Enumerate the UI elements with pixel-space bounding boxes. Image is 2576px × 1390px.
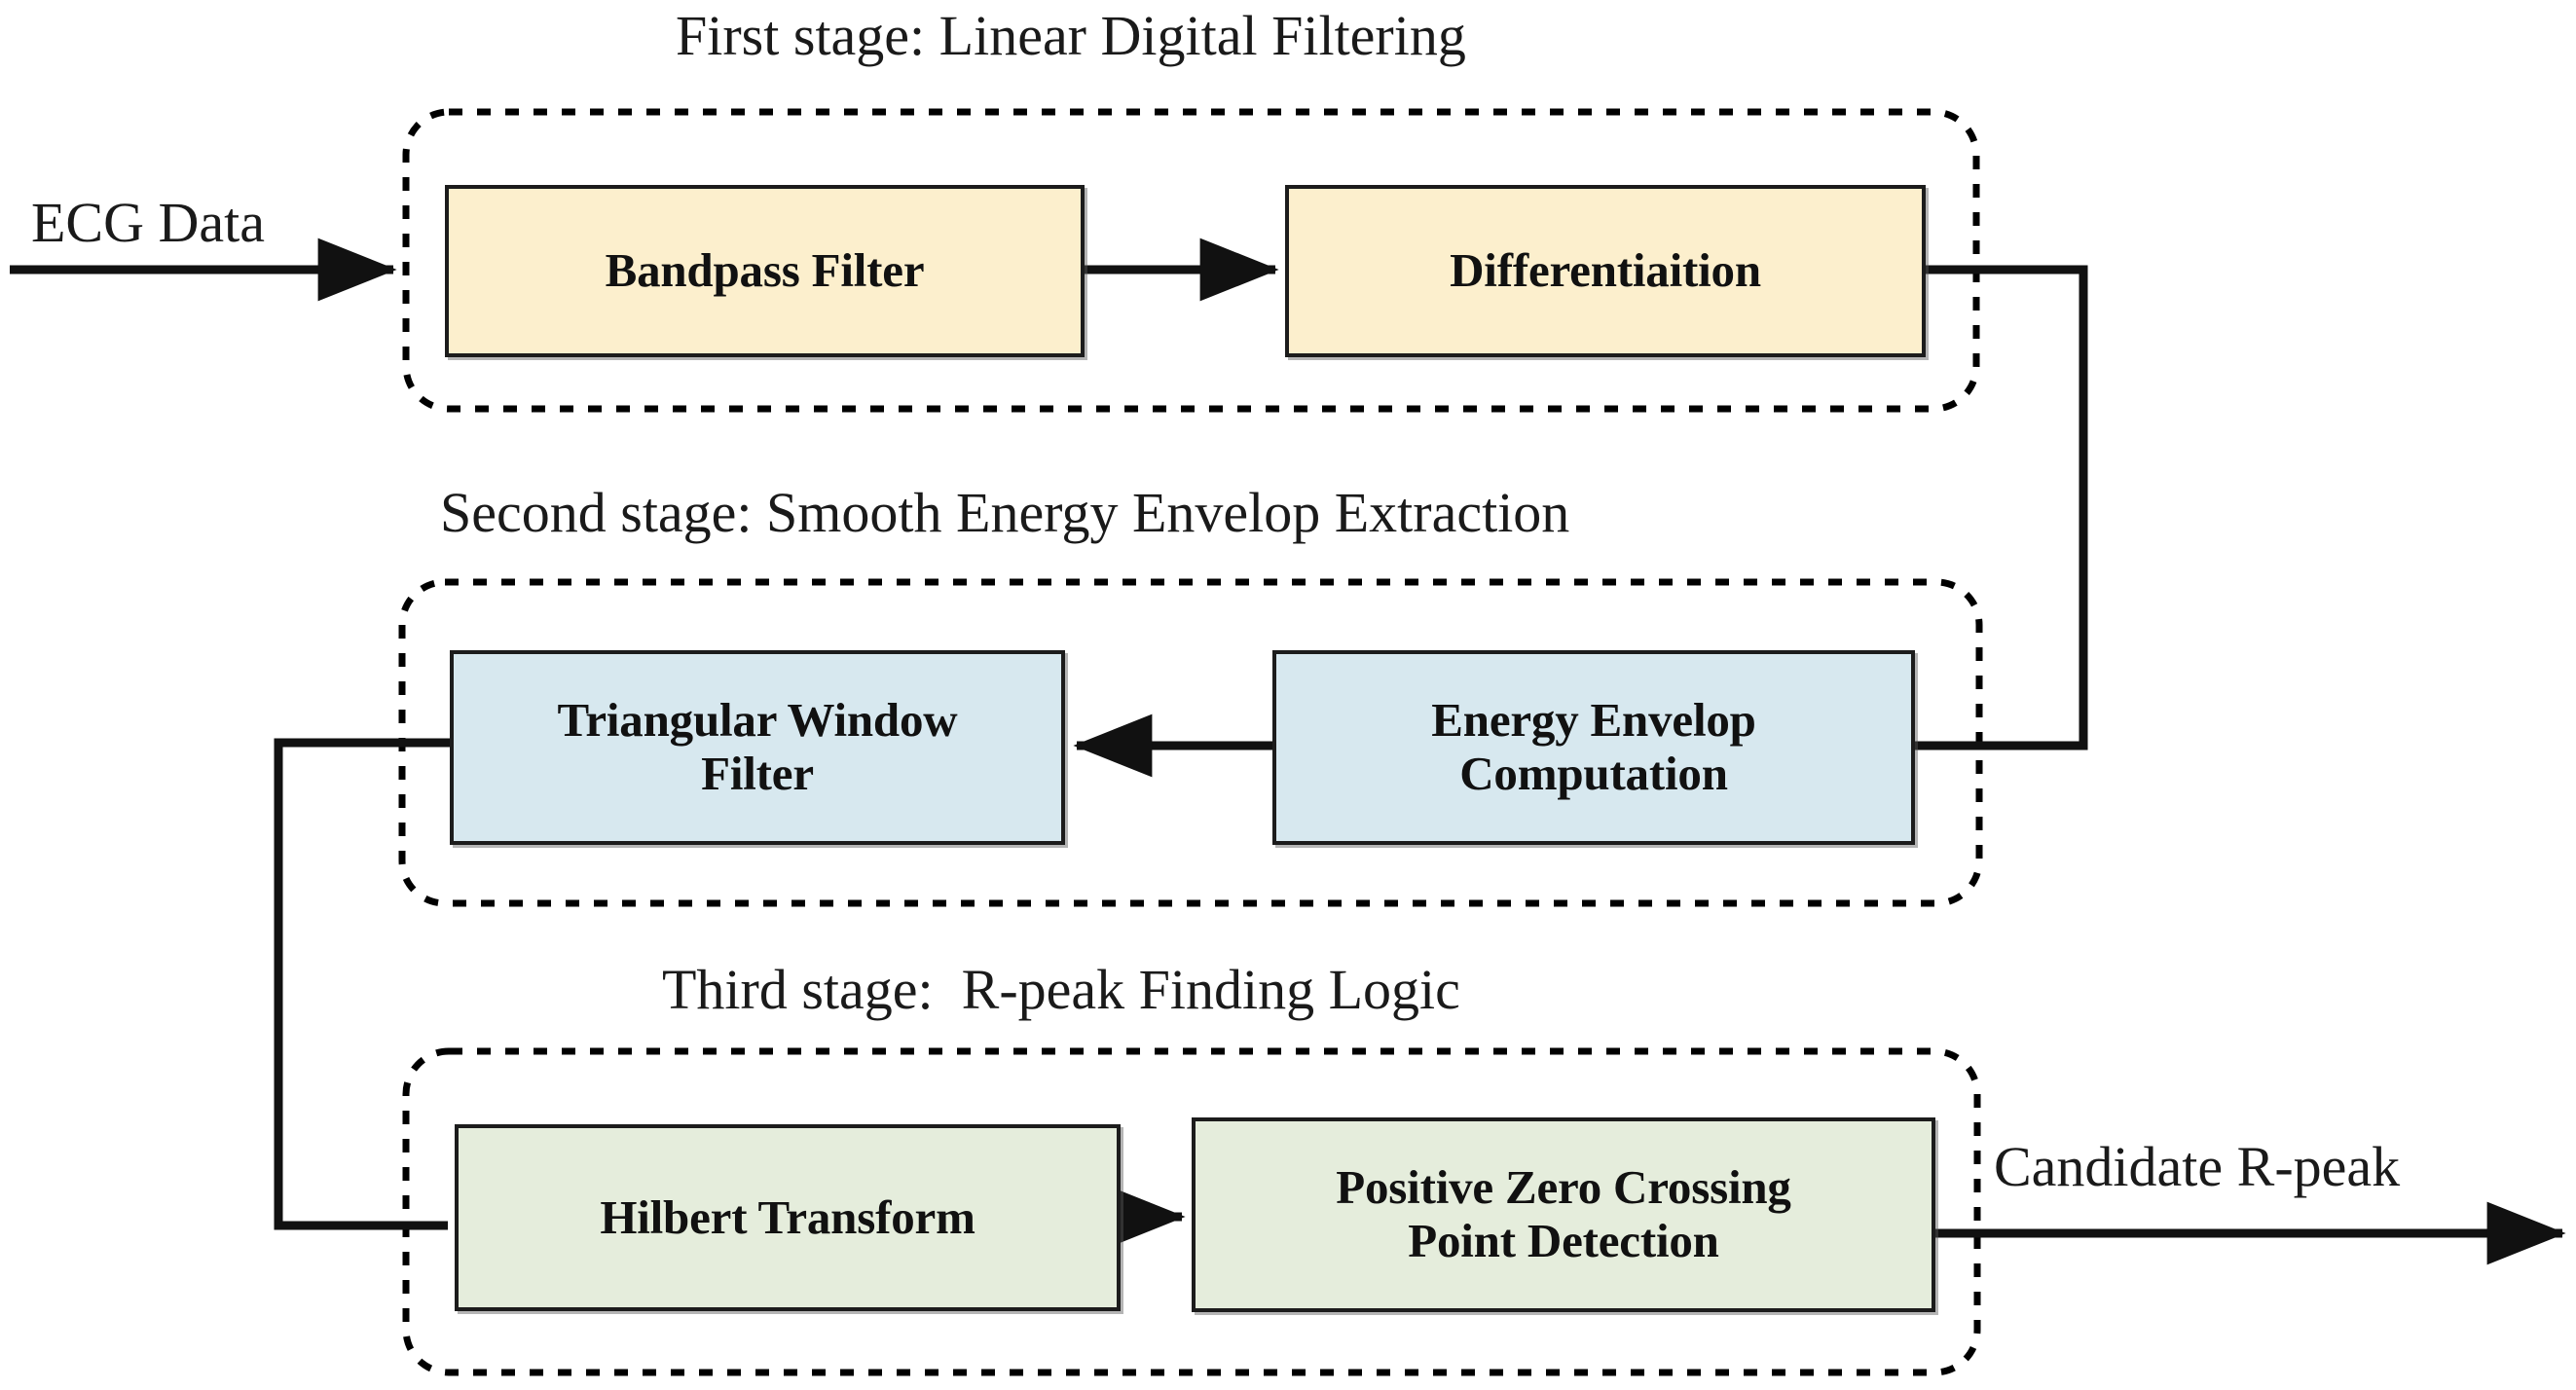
process-box-label-line2: Filter — [701, 747, 814, 800]
process-box-label: Hilbert Transform — [600, 1189, 975, 1244]
process-box-label-line1: Triangular Window — [557, 693, 958, 748]
process-box-energy-envelop-computation[interactable]: Energy Envelop Computation — [1272, 650, 1915, 845]
process-box-bandpass-filter[interactable]: Bandpass Filter — [445, 185, 1085, 357]
process-box-differentiation[interactable]: Differentiaition — [1285, 185, 1926, 357]
stage1-container — [402, 108, 1980, 413]
connector-differentiation-to-energy — [1915, 265, 2088, 750]
output-label-candidate-r-peak: Candidate R-peak — [1994, 1135, 2401, 1198]
process-box-triangular-window-filter[interactable]: Triangular Window Filter — [450, 650, 1065, 845]
process-box-label-line1: Positive Zero Crossing — [1336, 1160, 1791, 1215]
process-box-label-line1: Energy Envelop — [1431, 693, 1756, 748]
stage2-caption: Second stage: Smooth Energy Envelop Extr… — [440, 481, 1570, 544]
stage1-caption: First stage: Linear Digital Filtering — [676, 4, 1466, 67]
stage3-caption: Third stage: R-peak Finding Logic — [662, 958, 1460, 1021]
process-box-label: Bandpass Filter — [605, 243, 925, 298]
process-box-label-line2: Point Detection — [1408, 1214, 1719, 1267]
process-box-label-line2: Computation — [1459, 747, 1728, 800]
connector-triangular-to-hilbert — [274, 738, 450, 1230]
process-box-label: Energy Envelop Computation — [1431, 693, 1756, 801]
process-box-positive-zero-crossing[interactable]: Positive Zero Crossing Point Detection — [1192, 1117, 1935, 1312]
stage3-container — [402, 1047, 1981, 1376]
input-label-ecg-data: ECG Data — [31, 191, 265, 254]
process-box-hilbert-transform[interactable]: Hilbert Transform — [455, 1124, 1121, 1311]
process-box-label: Triangular Window Filter — [557, 693, 958, 801]
process-box-label: Positive Zero Crossing Point Detection — [1336, 1160, 1791, 1268]
process-box-label: Differentiaition — [1450, 243, 1761, 298]
